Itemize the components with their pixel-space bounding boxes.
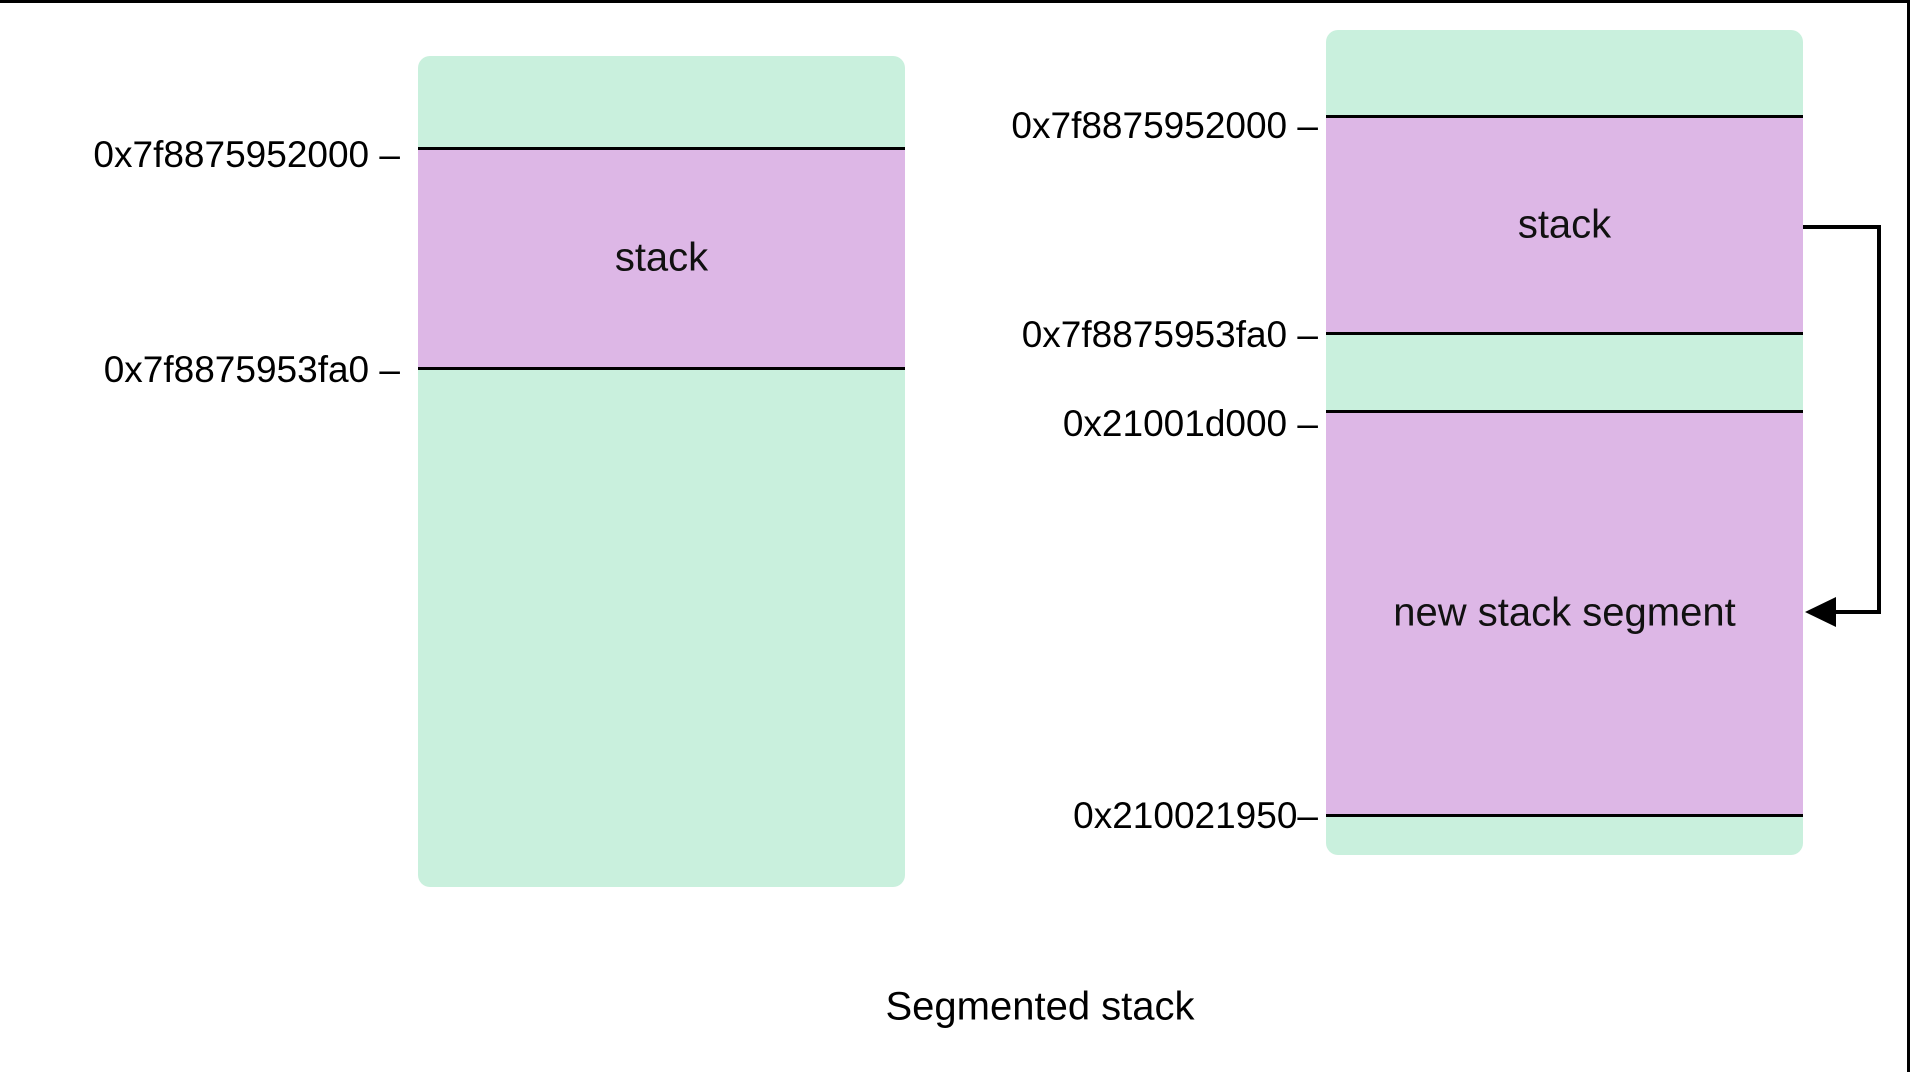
new-stack-segment-region: [1326, 411, 1803, 815]
region-boundary-line: [1326, 410, 1803, 413]
memory-column-contiguous: stack: [418, 56, 905, 887]
region-boundary-line: [418, 367, 905, 370]
address-label: 0x210021950–: [1073, 795, 1318, 837]
free-memory-region: [1326, 815, 1803, 855]
region-boundary-line: [1326, 115, 1803, 118]
memory-column-segmented: stack new stack segment: [1326, 30, 1803, 855]
address-label: 0x7f8875952000 –: [93, 134, 400, 176]
region-boundary-line: [1326, 814, 1803, 817]
address-label: 0x7f8875952000 –: [1011, 105, 1318, 147]
stack-region: [418, 149, 905, 368]
stack-region-label: stack: [614, 235, 709, 280]
region-boundary-line: [1326, 332, 1803, 335]
free-memory-region: [418, 56, 905, 149]
region-boundary-line: [418, 147, 905, 150]
new-stack-segment-label: new stack segment: [1393, 590, 1736, 635]
image-top-border: [0, 0, 1910, 3]
arrowhead-icon: [1805, 597, 1836, 627]
stack-region-label: stack: [1517, 202, 1612, 247]
diagram-caption: Segmented stack: [885, 984, 1195, 1029]
free-memory-region: [1326, 333, 1803, 411]
address-label: 0x7f8875953fa0 –: [103, 349, 400, 391]
address-label: 0x7f8875953fa0 –: [1021, 314, 1318, 356]
free-memory-region: [1326, 30, 1803, 117]
address-label: 0x21001d000 –: [1062, 403, 1318, 445]
stack-region: [1326, 117, 1803, 333]
image-right-border: [1907, 0, 1910, 1072]
free-memory-region: [418, 368, 905, 887]
